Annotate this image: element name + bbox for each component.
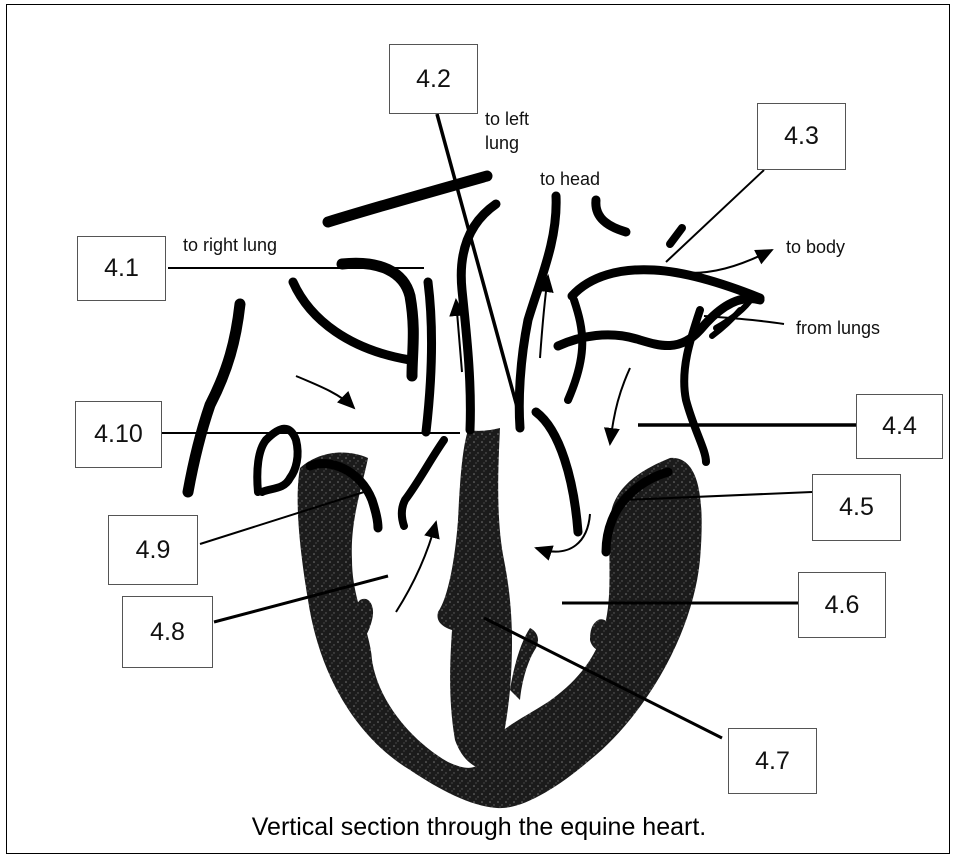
- left-vena: [426, 282, 432, 432]
- aortic-stub: [670, 228, 682, 244]
- label-box-4-3: 4.3: [757, 103, 846, 170]
- arrow-into-right-atrium: [296, 376, 354, 408]
- arrow-right-ventricle: [396, 522, 436, 612]
- brachiocephalic: [596, 200, 626, 232]
- right-atrium-rim: [257, 440, 266, 492]
- figure-caption: Vertical section through the equine hear…: [0, 813, 958, 842]
- label-box-4-9: 4.9: [108, 515, 198, 585]
- arrow-into-left-atrium: [610, 368, 630, 444]
- arrow-to-body: [678, 250, 772, 273]
- vena-cava: [188, 304, 240, 492]
- arrow-from-lungs: [704, 316, 784, 324]
- label-box-4-10: 4.10: [75, 401, 162, 468]
- label-box-4-4: 4.4: [856, 394, 943, 459]
- aortic-valve-right: [536, 412, 578, 532]
- label-box-4-1: 4.1: [77, 236, 166, 301]
- note-to-left-lung: to left lung: [485, 107, 529, 155]
- label-box-4-5: 4.5: [812, 474, 901, 541]
- leader-4-3: [666, 170, 764, 262]
- note-from-lungs: from lungs: [796, 316, 880, 340]
- septum: [438, 428, 512, 770]
- leader-4-2: [437, 114, 522, 425]
- aortic-arch: [572, 270, 760, 298]
- flow-arrows: [296, 250, 784, 612]
- aorta-right-branch: [519, 196, 556, 428]
- pulmonary-valve: [402, 440, 444, 526]
- label-box-4-6: 4.6: [798, 572, 886, 638]
- label-box-4-8: 4.8: [122, 596, 213, 668]
- note-to-body: to body: [786, 235, 845, 259]
- label-box-4-7: 4.7: [728, 728, 817, 794]
- note-to-head: to head: [540, 167, 600, 191]
- note-to-right-lung: to right lung: [183, 233, 277, 257]
- right-atrium-curve: [293, 282, 410, 360]
- label-box-4-2: 4.2: [389, 44, 478, 114]
